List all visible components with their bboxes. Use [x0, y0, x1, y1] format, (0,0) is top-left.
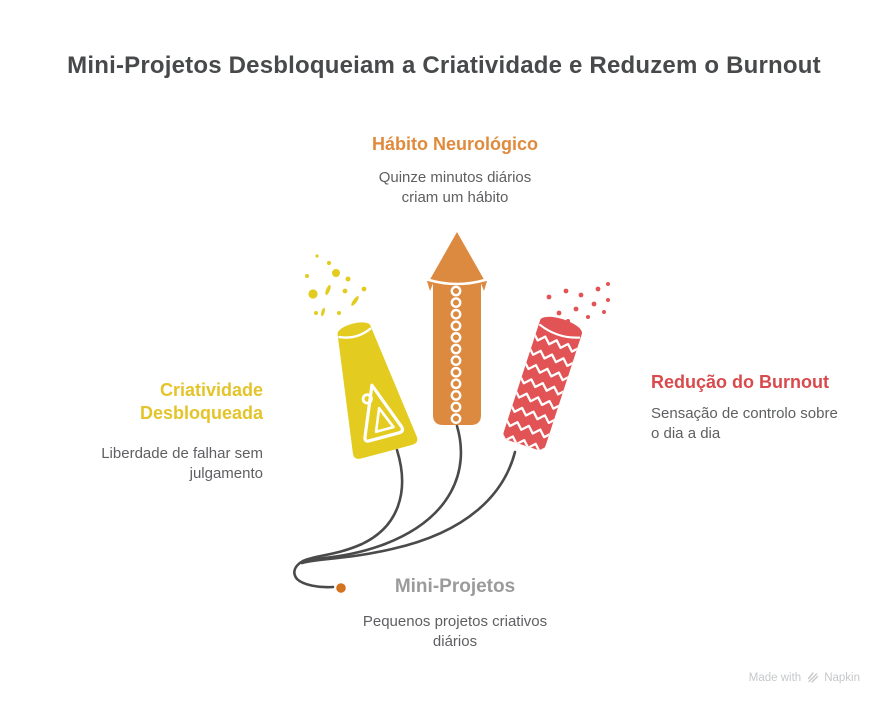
node-criatividade-body: Liberdade de falhar sem julgamento [101, 445, 263, 482]
node-mini-projetos-body: Pequenos projetos criativos diários [362, 613, 548, 650]
made-with-label: Made with [748, 671, 802, 684]
yellow-firecracker-icon [305, 254, 418, 459]
node-habito-body: Quinze minutos diários criam um hábito [378, 169, 532, 206]
node-criatividade-heading: Criatividade Desbloqueada [139, 380, 263, 423]
napkin-credit-link[interactable]: Made with Napkin [749, 671, 860, 684]
napkin-brand-label: Napkin [824, 671, 860, 684]
node-mini-projetos: Mini-Projetos Pequenos projetos criativo… [273, 576, 637, 652]
fuse-lines [293, 424, 517, 589]
node-habito-heading: Hábito Neurológico [372, 134, 538, 154]
node-burnout-heading: Redução do Burnout [651, 372, 829, 392]
node-reducao-burnout: Redução do Burnout Sensação de controlo … [651, 371, 846, 444]
red-firecracker-icon [501, 282, 610, 452]
orange-rocket-icon [427, 232, 487, 425]
node-habito-neurologico: Hábito Neurológico Quinze minutos diário… [273, 133, 637, 208]
node-burnout-body: Sensação de controlo sobre o dia a dia [651, 405, 838, 442]
node-mini-projetos-heading: Mini-Projetos [394, 576, 516, 597]
napkin-logo-icon [807, 672, 819, 683]
page-title: Mini-Projetos Desbloqueiam a Criatividad… [67, 52, 821, 79]
node-criatividade-desbloqueada: Criatividade Desbloqueada Liberdade de f… [60, 379, 263, 484]
